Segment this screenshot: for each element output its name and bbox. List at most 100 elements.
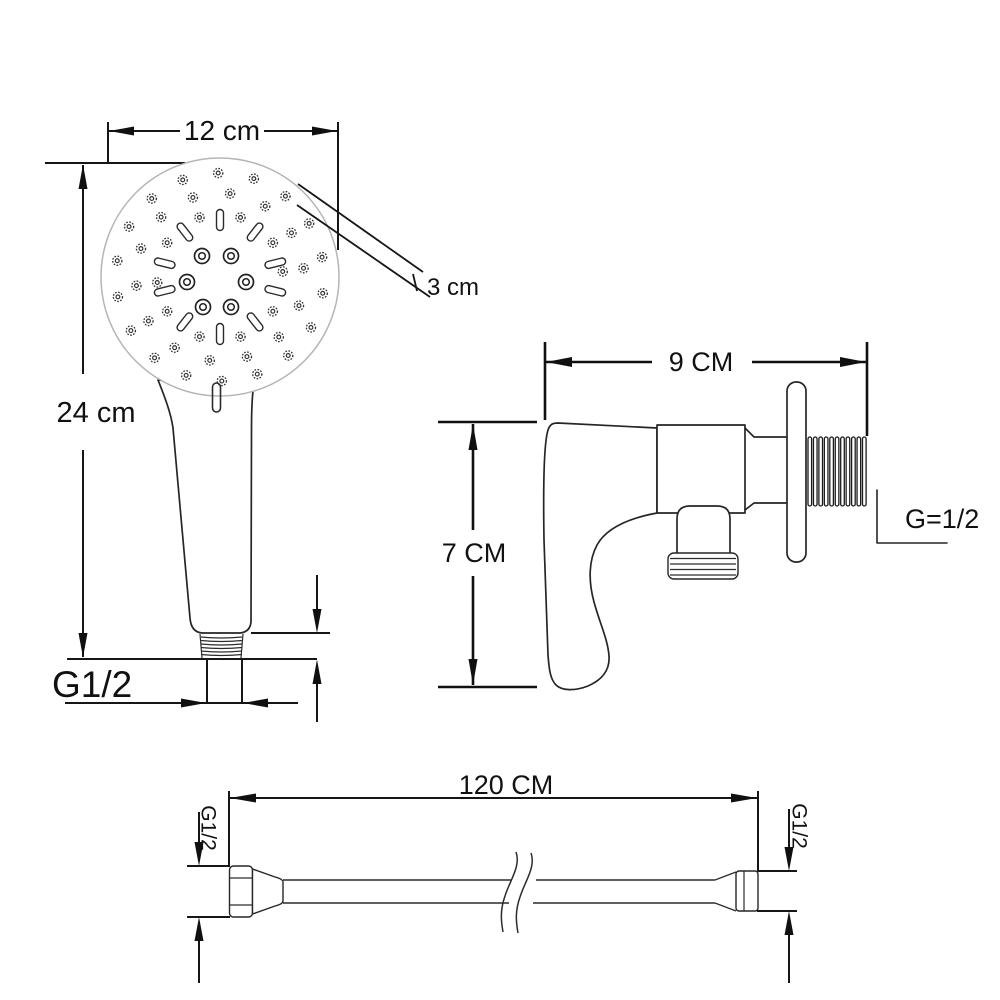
spray-nozzle	[169, 342, 180, 353]
valve-outlet-thread	[667, 552, 739, 580]
spray-nozzle	[196, 334, 202, 340]
spray-slot	[176, 312, 194, 332]
spray-nozzle	[273, 331, 285, 343]
shower-hose-figure: 120 CM	[187, 770, 810, 983]
spray-nozzle	[293, 300, 305, 311]
spray-nozzle	[277, 266, 289, 277]
center-jet	[241, 277, 251, 287]
valve-thread-dimension: G=1/2	[876, 489, 979, 544]
spray-nozzle	[227, 191, 233, 197]
hose-length-dimension: 120 CM	[228, 770, 759, 870]
hose-break-mark	[500, 851, 518, 933]
spray-nozzle	[151, 277, 163, 288]
hose-break-mark	[515, 852, 533, 934]
center-jet	[178, 273, 196, 291]
thread-ridge	[829, 436, 835, 507]
spray-nozzle	[262, 203, 268, 209]
spray-slot	[153, 257, 176, 270]
spray-nozzle	[303, 218, 315, 229]
arrow-right-icon	[312, 126, 337, 136]
spray-nozzle	[316, 251, 328, 263]
thread-ridge	[840, 436, 845, 507]
spray-nozzle	[267, 237, 279, 248]
spray-nozzle	[207, 357, 213, 363]
thread-ridge	[861, 436, 867, 507]
hose-right-thread-label: G1/2	[787, 803, 810, 849]
arrow-left-icon	[109, 126, 134, 136]
hose-right-thread-dimension: G1/2	[757, 803, 810, 983]
spray-nozzle	[138, 246, 144, 252]
spray-nozzle	[112, 255, 123, 266]
head-thickness-dimension: 3 cm	[296, 183, 479, 301]
spray-nozzle	[152, 355, 158, 361]
spray-slot	[246, 222, 264, 242]
spray-nozzle	[183, 372, 189, 378]
spray-nozzle	[238, 214, 244, 220]
spray-nozzle	[194, 212, 205, 223]
spray-nozzle	[161, 237, 173, 248]
arrow-up-icon	[312, 659, 322, 684]
spray-nozzle	[254, 371, 260, 377]
head-thread-height-dimension	[251, 575, 330, 722]
spray-nozzle	[282, 350, 294, 361]
center-jet	[226, 302, 236, 312]
spray-nozzle	[146, 193, 158, 204]
valve-lever-handle	[542, 422, 658, 691]
hose-right-connector	[714, 870, 759, 912]
spray-slot	[264, 284, 287, 297]
spray-nozzle	[280, 269, 286, 275]
hose-left-thread-label: G1/2	[196, 805, 219, 851]
spray-nozzle	[115, 294, 121, 300]
arrow-right-icon	[731, 793, 757, 803]
head-thread-dimension: G1/2	[52, 664, 298, 708]
spray-slot	[153, 284, 176, 297]
spray-nozzle	[280, 190, 291, 202]
spray-nozzle	[215, 170, 221, 176]
spray-nozzle	[204, 355, 216, 366]
spray-nozzle	[172, 345, 178, 351]
head-thread-label: G1/2	[52, 664, 132, 705]
head-width-label: 12 cm	[184, 115, 260, 146]
spray-nozzle	[125, 325, 137, 336]
thread-ridge	[823, 436, 829, 507]
spray-nozzle	[149, 352, 160, 364]
hose-left-cone	[251, 868, 284, 915]
head-handle	[157, 379, 254, 634]
arrow-down-icon	[468, 659, 478, 685]
spray-nozzle	[158, 214, 164, 220]
arrow-up-icon	[194, 917, 204, 941]
face-bottom-slot	[211, 382, 222, 413]
spray-nozzle	[145, 318, 151, 324]
spray-nozzle	[133, 283, 139, 289]
spray-nozzle	[194, 331, 205, 342]
nozzle-field	[112, 167, 328, 387]
spray-nozzle	[270, 308, 276, 314]
spray-nozzle	[286, 227, 297, 239]
valve-body	[656, 424, 746, 514]
arrow-down-icon	[78, 633, 88, 658]
spray-nozzle	[180, 370, 192, 381]
center-jet	[198, 302, 208, 312]
spray-nozzle	[238, 334, 244, 340]
spray-nozzle	[308, 324, 314, 330]
valve-thread-label: G=1/2	[905, 504, 979, 534]
spray-nozzle	[320, 290, 326, 296]
thread-ridge	[834, 436, 840, 507]
spray-nozzle	[196, 214, 202, 220]
spray-nozzle	[298, 262, 309, 274]
spray-nozzle	[288, 230, 294, 236]
spray-nozzle	[161, 306, 173, 317]
spray-nozzle	[224, 188, 236, 199]
spray-nozzle	[164, 308, 170, 314]
valve-inlet-thread	[807, 436, 867, 507]
spray-nozzle	[285, 352, 291, 358]
spray-nozzle	[155, 211, 167, 223]
spray-nozzle	[306, 220, 312, 226]
thread-ridge	[856, 436, 862, 507]
spray-nozzle	[164, 240, 170, 246]
spray-nozzle	[301, 265, 307, 271]
spray-nozzle	[180, 177, 186, 183]
spray-nozzle	[252, 368, 263, 380]
center-jet	[194, 298, 212, 316]
